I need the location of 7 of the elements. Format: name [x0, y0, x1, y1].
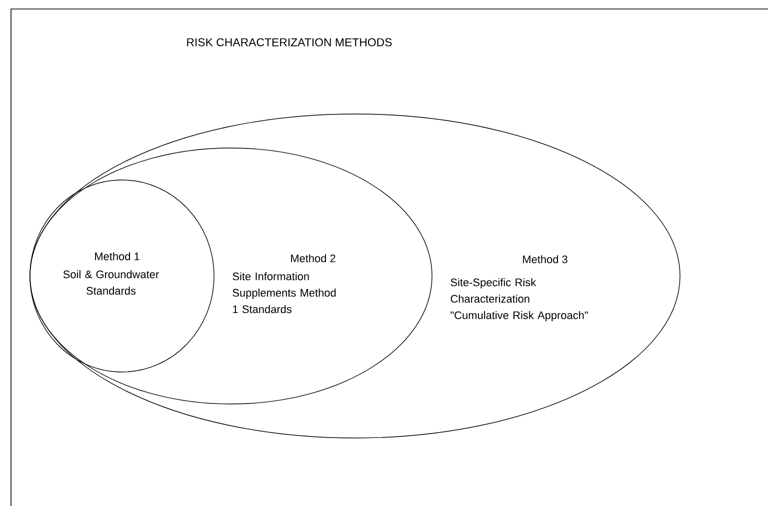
description: Site Information Supplements Method 1 Standards	[232, 272, 336, 314]
description: Soil & Groundwater Standards	[63, 270, 159, 295]
heading: Method 3	[523, 255, 568, 264]
heading: Method 2	[291, 254, 336, 262]
description: Site-Specific Risk Characterization "Cumulative Risk Approach"	[450, 278, 588, 322]
heading: Method 1	[95, 252, 140, 260]
title: RISK CHARACTERIZATION METHODS	[187, 38, 392, 46]
